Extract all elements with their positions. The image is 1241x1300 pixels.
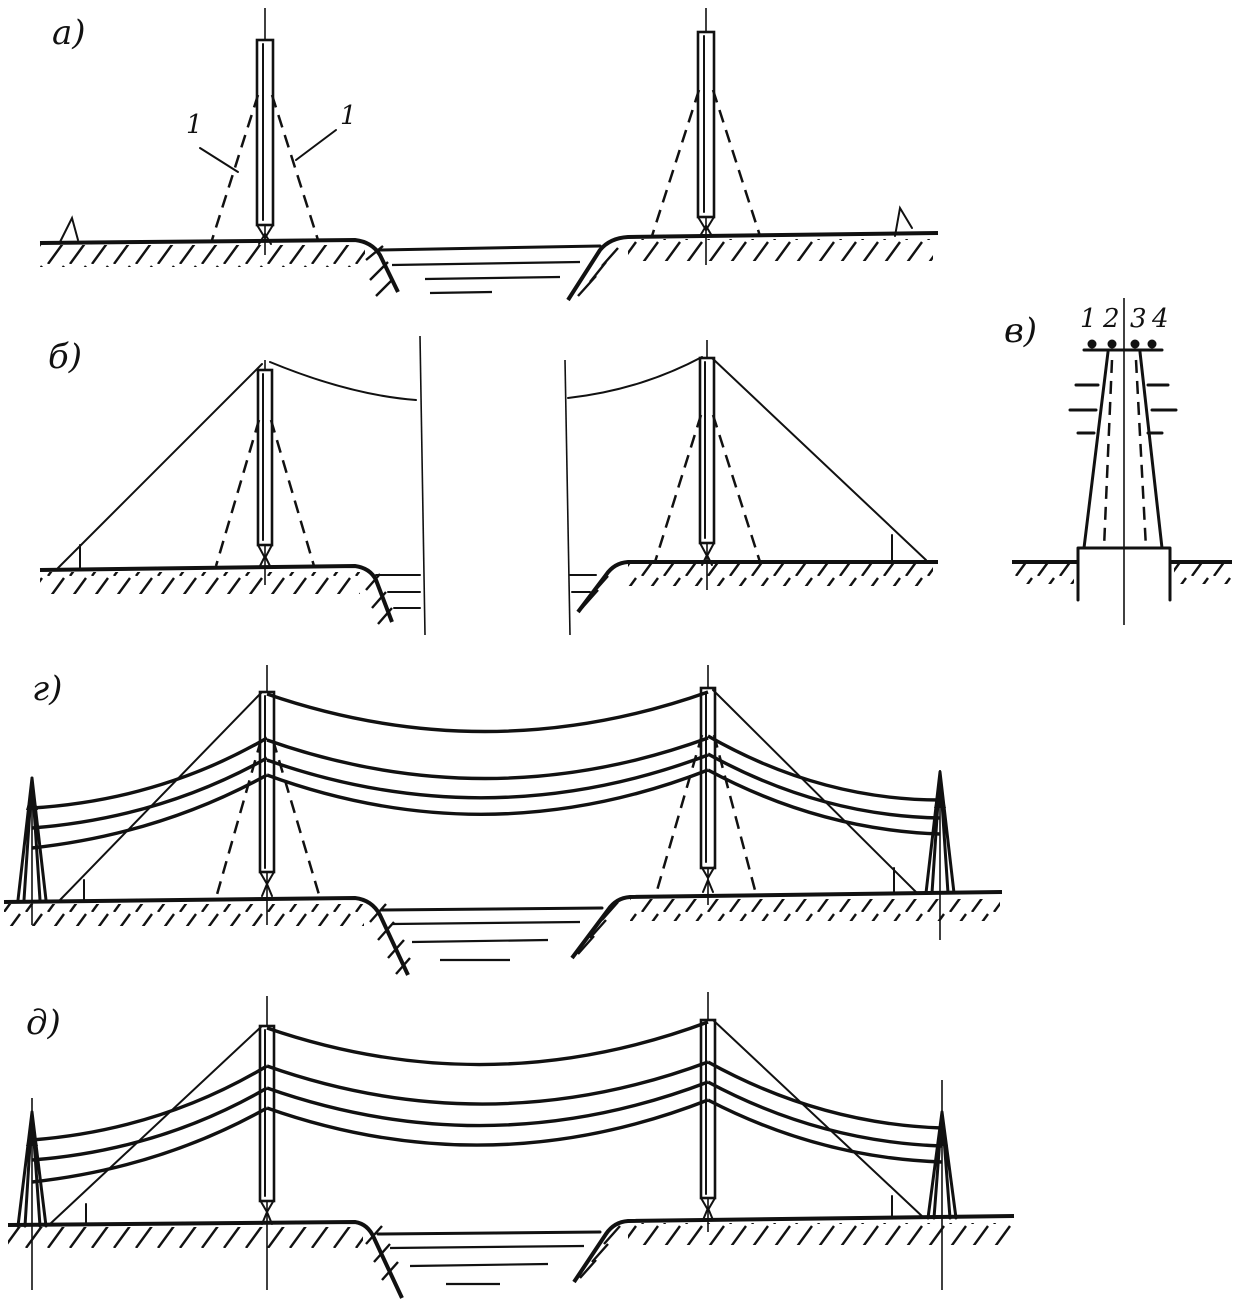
panel-b-cut-line-left — [419, 335, 426, 636]
wire-number-3: 3 — [1130, 304, 1147, 334]
wire-2-marker — [1107, 339, 1117, 349]
panel-b-pilot-wire-right — [567, 356, 703, 399]
panel-g-anchor-right — [712, 689, 917, 893]
panel-a-mast-right — [696, 8, 716, 265]
panel-g-ground-left — [3, 896, 411, 976]
panel-d-ground-left — [7, 1220, 404, 1299]
panel-d-water — [376, 1230, 602, 1286]
panel-a-mast-left — [255, 8, 275, 255]
panel-a-peg-left — [59, 215, 79, 243]
panel-g-ground-right — [570, 890, 1003, 960]
wire-4-marker — [1147, 339, 1157, 349]
panel-d-ground-right — [572, 1214, 1015, 1284]
panel-g-mast-right — [699, 665, 717, 905]
panel-d-mast-right — [699, 992, 717, 1232]
panel-b-guy-right — [653, 414, 762, 563]
wire-number-2: 2 — [1102, 304, 1120, 334]
panel-g-conductors — [31, 690, 941, 850]
wire-1-marker — [1087, 339, 1097, 349]
panel-b-ground-right — [576, 560, 938, 614]
panel-b-anchor-line-left — [57, 363, 263, 569]
panel-g: г) — [3, 665, 1003, 976]
panel-a-callout-leader-left — [199, 147, 239, 173]
panel-v-label: в) — [1004, 311, 1037, 351]
panel-b-guy-left — [214, 419, 316, 567]
panel-a-ground-right — [566, 231, 939, 302]
panel-a-water — [378, 244, 602, 295]
panel-b-mast-left — [256, 360, 274, 585]
wire-3-marker — [1130, 339, 1140, 349]
panel-d: д) — [7, 992, 1015, 1299]
panel-b-ground-left — [39, 564, 394, 625]
panel-b-label: б) — [48, 337, 82, 377]
panel-a-peg-right — [894, 205, 913, 237]
panel-g-water — [380, 906, 604, 962]
panel-a-guy-right — [650, 89, 762, 237]
wire-number-4: 4 — [1151, 304, 1169, 334]
panel-b-mast-right — [698, 340, 716, 590]
panel-a-callout-right: 1 — [340, 101, 357, 131]
panel-a-callout-left: 1 — [186, 110, 203, 140]
panel-a-guy-left — [210, 94, 320, 241]
panel-g-end-tower-left — [16, 776, 48, 925]
panel-d-anchor-right — [712, 1019, 925, 1219]
panel-a: а) — [39, 8, 939, 302]
panel-a-label: а) — [52, 13, 86, 53]
panel-b: б) — [39, 335, 938, 636]
panel-d-label: д) — [26, 1003, 61, 1043]
panel-b-anchor-line-right — [711, 357, 927, 561]
panel-b-water — [375, 574, 597, 609]
wire-number-1: 1 — [1080, 304, 1097, 334]
panel-a-ground-left — [39, 238, 400, 297]
panel-d-end-tower-left — [16, 1098, 48, 1290]
panel-a-callout-leader-right — [295, 129, 337, 161]
panel-g-label: г) — [32, 669, 62, 709]
panel-v: в) 1 2 3 4 — [1004, 298, 1232, 625]
panel-d-end-tower-right — [926, 1080, 958, 1290]
panel-g-anchor-left — [59, 691, 263, 901]
panel-g-mast-left — [258, 665, 276, 925]
panel-v-ground — [1012, 560, 1232, 584]
panel-d-conductors — [31, 1020, 943, 1184]
panel-d-anchor-left — [49, 1025, 263, 1225]
panel-b-pilot-wire-left — [269, 361, 417, 401]
panel-v-tower — [1068, 298, 1178, 625]
panel-v-crossarm — [1082, 339, 1164, 352]
panel-b-cut-line-right — [564, 359, 571, 636]
